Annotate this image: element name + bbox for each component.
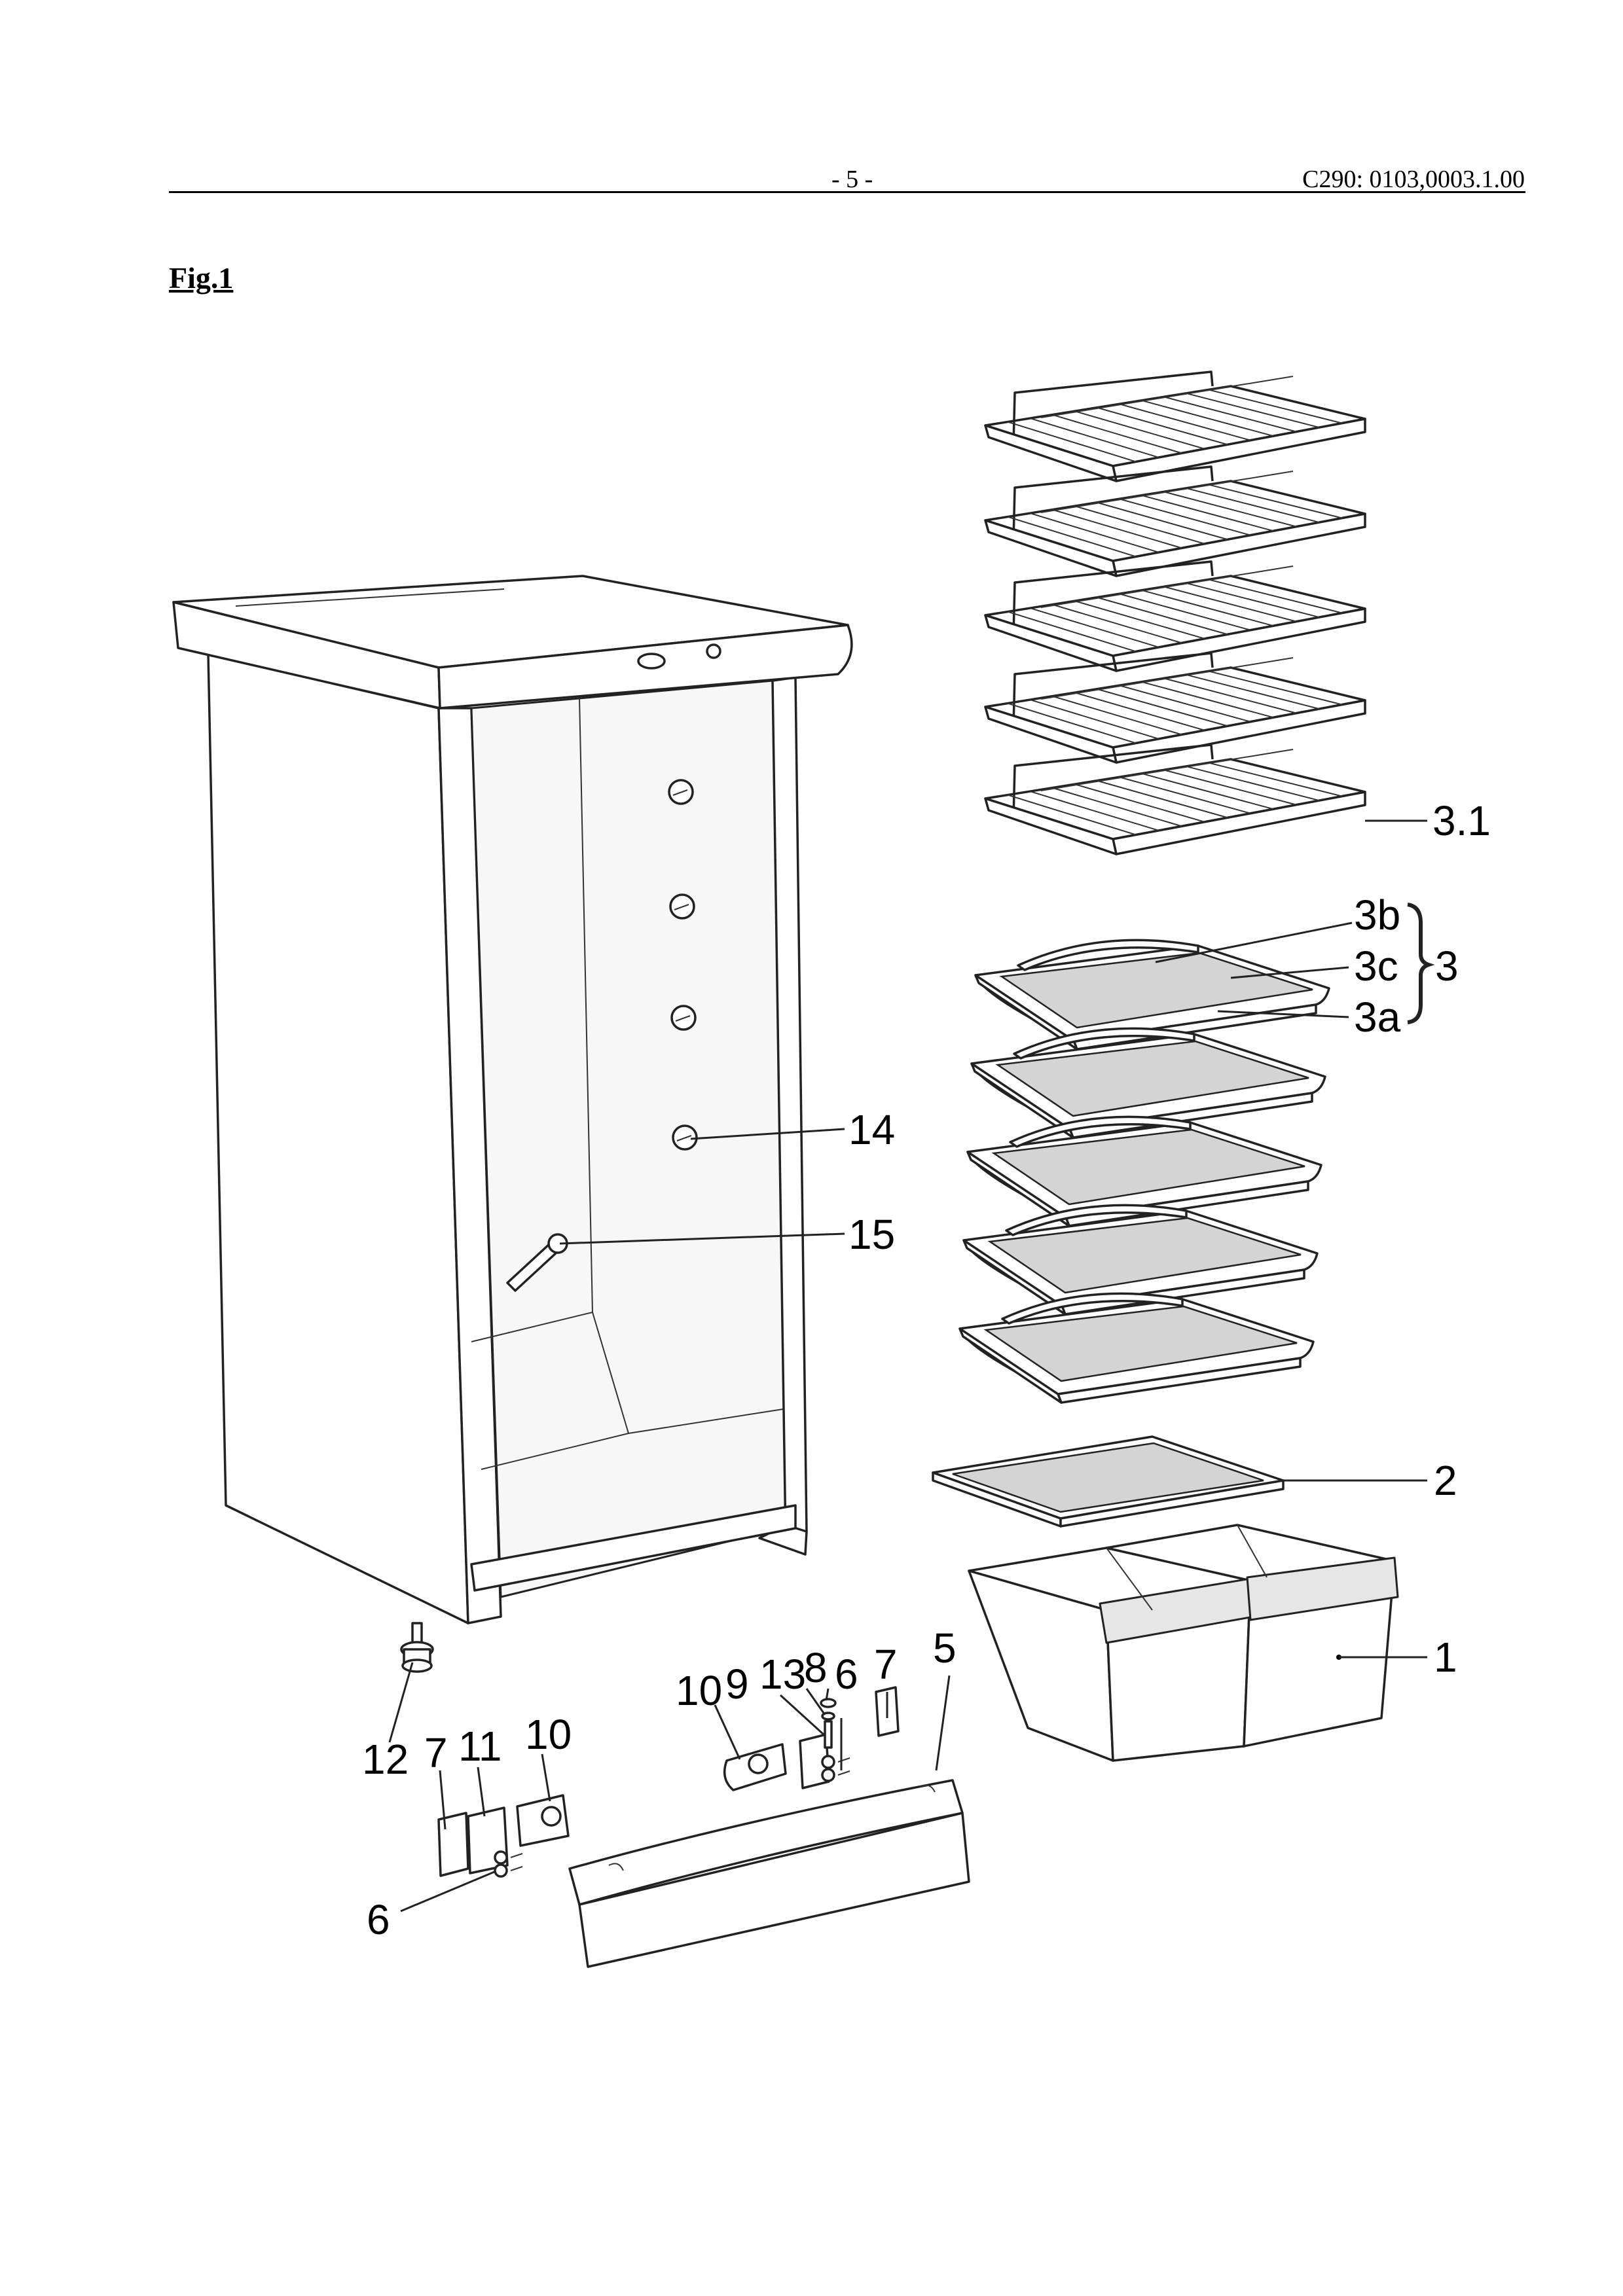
lower-hinge-assembly bbox=[437, 1794, 570, 1878]
wire-shelf bbox=[984, 744, 1366, 855]
interior-corner-line bbox=[579, 697, 593, 1313]
wire-shelf bbox=[984, 370, 1366, 482]
glass-shelf bbox=[966, 1115, 1322, 1227]
refrigerator-cabinet bbox=[172, 575, 853, 1624]
leader-lines bbox=[388, 819, 1427, 1912]
callout-13: 13 bbox=[759, 1651, 806, 1698]
callout-8: 8 bbox=[804, 1644, 828, 1691]
callout-10-middle: 10 bbox=[676, 1667, 722, 1714]
callout-3: 3 bbox=[1435, 942, 1459, 990]
drain-scraper bbox=[506, 1233, 568, 1292]
callout-3a: 3a bbox=[1354, 994, 1401, 1041]
glass-shelf bbox=[974, 939, 1330, 1050]
cabinet-front-left-post bbox=[437, 707, 502, 1624]
callout-2: 2 bbox=[1434, 1457, 1457, 1504]
callout-10-left: 10 bbox=[525, 1711, 572, 1758]
upper-hinge-assembly bbox=[723, 1686, 900, 1791]
cabinet-side-wall bbox=[207, 653, 469, 1624]
hinge-spacer-left bbox=[437, 1812, 469, 1877]
callout-15: 15 bbox=[848, 1211, 895, 1258]
callout-12: 12 bbox=[362, 1736, 409, 1783]
callout-7-right: 7 bbox=[874, 1641, 898, 1688]
worktop-groove bbox=[235, 588, 505, 607]
callout-5: 5 bbox=[933, 1624, 957, 1672]
callout-6-left: 6 bbox=[367, 1896, 390, 1943]
cabinet-bottom-rail bbox=[470, 1504, 797, 1592]
interior-floor-line bbox=[481, 1433, 629, 1470]
wire-shelf bbox=[984, 560, 1366, 672]
crisper-drawers bbox=[968, 1524, 1399, 1762]
glass-shelf bbox=[958, 1292, 1315, 1404]
callout-14: 14 bbox=[848, 1106, 895, 1153]
wire-shelf bbox=[984, 652, 1366, 764]
callout-1: 1 bbox=[1434, 1634, 1457, 1681]
page-number: - 5 - bbox=[831, 166, 873, 193]
header-rule bbox=[169, 191, 1525, 193]
callout-3b: 3b bbox=[1354, 891, 1400, 939]
group-brace bbox=[1407, 903, 1435, 1024]
washer bbox=[820, 1698, 837, 1708]
interior-bottom-slope bbox=[471, 1311, 796, 1435]
callout-11: 11 bbox=[458, 1723, 501, 1770]
adjustable-foot bbox=[400, 1622, 434, 1673]
figure-label: Fig.1 bbox=[169, 261, 234, 295]
glass-shelf bbox=[962, 1204, 1319, 1316]
wire-shelf-stack bbox=[984, 370, 1366, 855]
callout-9: 9 bbox=[725, 1660, 749, 1708]
indicator-lamp bbox=[706, 643, 721, 659]
callout-labels: 3.1 3b 3c 3a 3 14 15 2 1 5 7 6 8 13 9 10… bbox=[362, 797, 1491, 1943]
thermostat-knob bbox=[637, 653, 666, 670]
kick-plate bbox=[568, 1779, 970, 1968]
document-code: C290: 0103,0003.1.00 bbox=[1302, 166, 1525, 193]
wire-shelf bbox=[984, 465, 1366, 577]
hinge-pin bbox=[824, 1720, 833, 1749]
callout-3-1: 3.1 bbox=[1432, 797, 1491, 844]
callout-7-left: 7 bbox=[424, 1729, 448, 1776]
callout-6-right: 6 bbox=[835, 1651, 858, 1698]
callout-3c: 3c bbox=[1354, 942, 1398, 990]
glass-shelf-stack bbox=[958, 939, 1330, 1404]
crisper-cover bbox=[932, 1435, 1285, 1528]
